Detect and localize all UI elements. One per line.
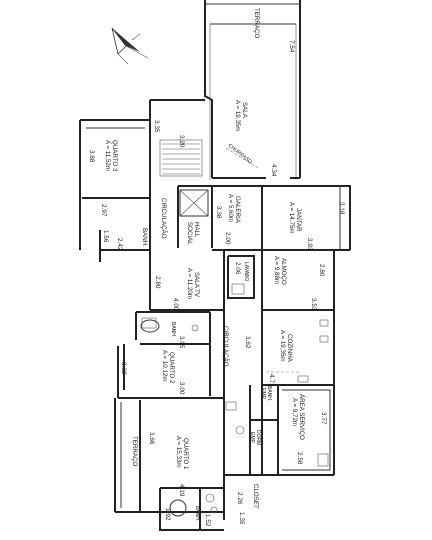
dim-2-80a: 2.80 (154, 276, 161, 289)
terraco-left-label: TERRAÇO (131, 436, 138, 466)
galeria-area-label: A = 5,60m (227, 194, 234, 222)
banh-emp-label: BANH. (266, 386, 272, 401)
salatv-block (149, 250, 335, 385)
dim-3-05: 3.05 (178, 336, 185, 349)
quarto2-area-label: A = 10,12m (161, 350, 168, 381)
cozinha-area-label: A = 19,35m (279, 330, 286, 361)
quarto2-block (117, 311, 211, 399)
closet-label: CLOSET (252, 484, 259, 509)
dim-1-56: 1.56 (102, 230, 109, 243)
dim-4-34: 4.34 (270, 164, 277, 177)
dim-2-06: 2.06 (234, 262, 241, 275)
jantar-area-label: A = 14,75m (288, 202, 295, 233)
area-servico-area-label: A = 9,72m (291, 398, 298, 426)
sala-tv-area-label: A = 11,20m (186, 268, 193, 299)
quarto2-label: QUARTO 2 (168, 352, 175, 384)
almoco-label: ALMOÇO (280, 258, 287, 285)
dim-3-20: 3.20 (178, 135, 185, 148)
dim-3-00: 3.00 (178, 382, 185, 395)
social-label: SOCIAL (186, 222, 193, 245)
banh-emp2-label: EMP. (260, 388, 266, 400)
lavabo-label: LAVABO (243, 262, 249, 281)
dim-2-26: 2.26 (236, 492, 243, 505)
area-servico-label: ÁREA SERVIÇO (298, 394, 305, 440)
sala-area-label: A = 19,35m (234, 100, 241, 131)
circulacao2-label: CIRCULAÇÃO (222, 326, 229, 367)
sala-block (204, 0, 301, 180)
dim-7-54: 7.54 (288, 40, 295, 53)
terraco-top-label: TERRAÇO (253, 8, 260, 38)
dim-3-93: 3.93 (306, 238, 313, 251)
cozinha-block (223, 310, 334, 398)
quarto3-block (79, 119, 151, 262)
dim-2-58: 2.58 (296, 452, 303, 465)
almoco-area-label: A = 9,88m (273, 256, 280, 284)
dim-3-38: 3.38 (215, 206, 222, 219)
dim-4-71: 4.71 (268, 374, 275, 387)
stair-block (149, 99, 205, 186)
dorm-emp2-label: EMP. (249, 432, 255, 444)
dim-1-52: 1.52 (204, 514, 211, 527)
dim-3-77: 3.77 (320, 412, 327, 425)
dim-3-35: 3.35 (153, 120, 160, 133)
quarto3-area-label: A = 11,52m (104, 140, 111, 171)
banh2-label: BANH. (170, 322, 176, 337)
dim-3-88: 3.88 (88, 150, 95, 163)
hall-label: HALL (193, 222, 200, 238)
sala-label: SALA (241, 102, 248, 119)
north-arrow-icon (111, 27, 149, 65)
dim-2-97: 2.97 (100, 204, 107, 217)
dim-3-32: 3.32 (120, 362, 127, 375)
dorm-emp-label: DORM. (255, 430, 261, 447)
cozinha-label: COZINHA (286, 334, 293, 363)
dim-3-66: 3.66 (148, 432, 155, 445)
service-block (223, 385, 335, 520)
dim-3-62: 3.62 (244, 336, 251, 349)
hall-block (177, 185, 351, 251)
dim-3-53: 3.53 (310, 298, 317, 311)
jantar-label: JANTAR (295, 208, 302, 232)
dim-1-35: 1.35 (238, 512, 245, 525)
dim-2-80b: 2.80 (318, 264, 325, 277)
dim-4-19: 4.19 (178, 484, 185, 497)
banh3-label: BANH. (194, 506, 200, 521)
quarto1-area-label: A = 15,33m (175, 436, 182, 467)
dim-1-92: 1.92 (164, 508, 171, 521)
sala-tv-label: SALA TV (193, 272, 200, 298)
quarto3-label: QUARTO 3 (111, 140, 118, 172)
quarto1-block (114, 397, 224, 531)
dim-2-00: 2.00 (224, 232, 231, 245)
banh1-label: BANH. (141, 228, 148, 247)
dim-4-00: 4.00 (172, 298, 179, 311)
circulacao1-label: CIRCULAÇÃO (160, 198, 167, 239)
dim-3-18: 3.18 (338, 202, 345, 215)
churrasqueira-label: CHURRASQ. (227, 143, 254, 166)
galeria-label: GALERIA (234, 196, 241, 224)
dim-2-42: 2.42 (116, 238, 123, 251)
quarto1-label: QUARTO 1 (182, 438, 189, 470)
